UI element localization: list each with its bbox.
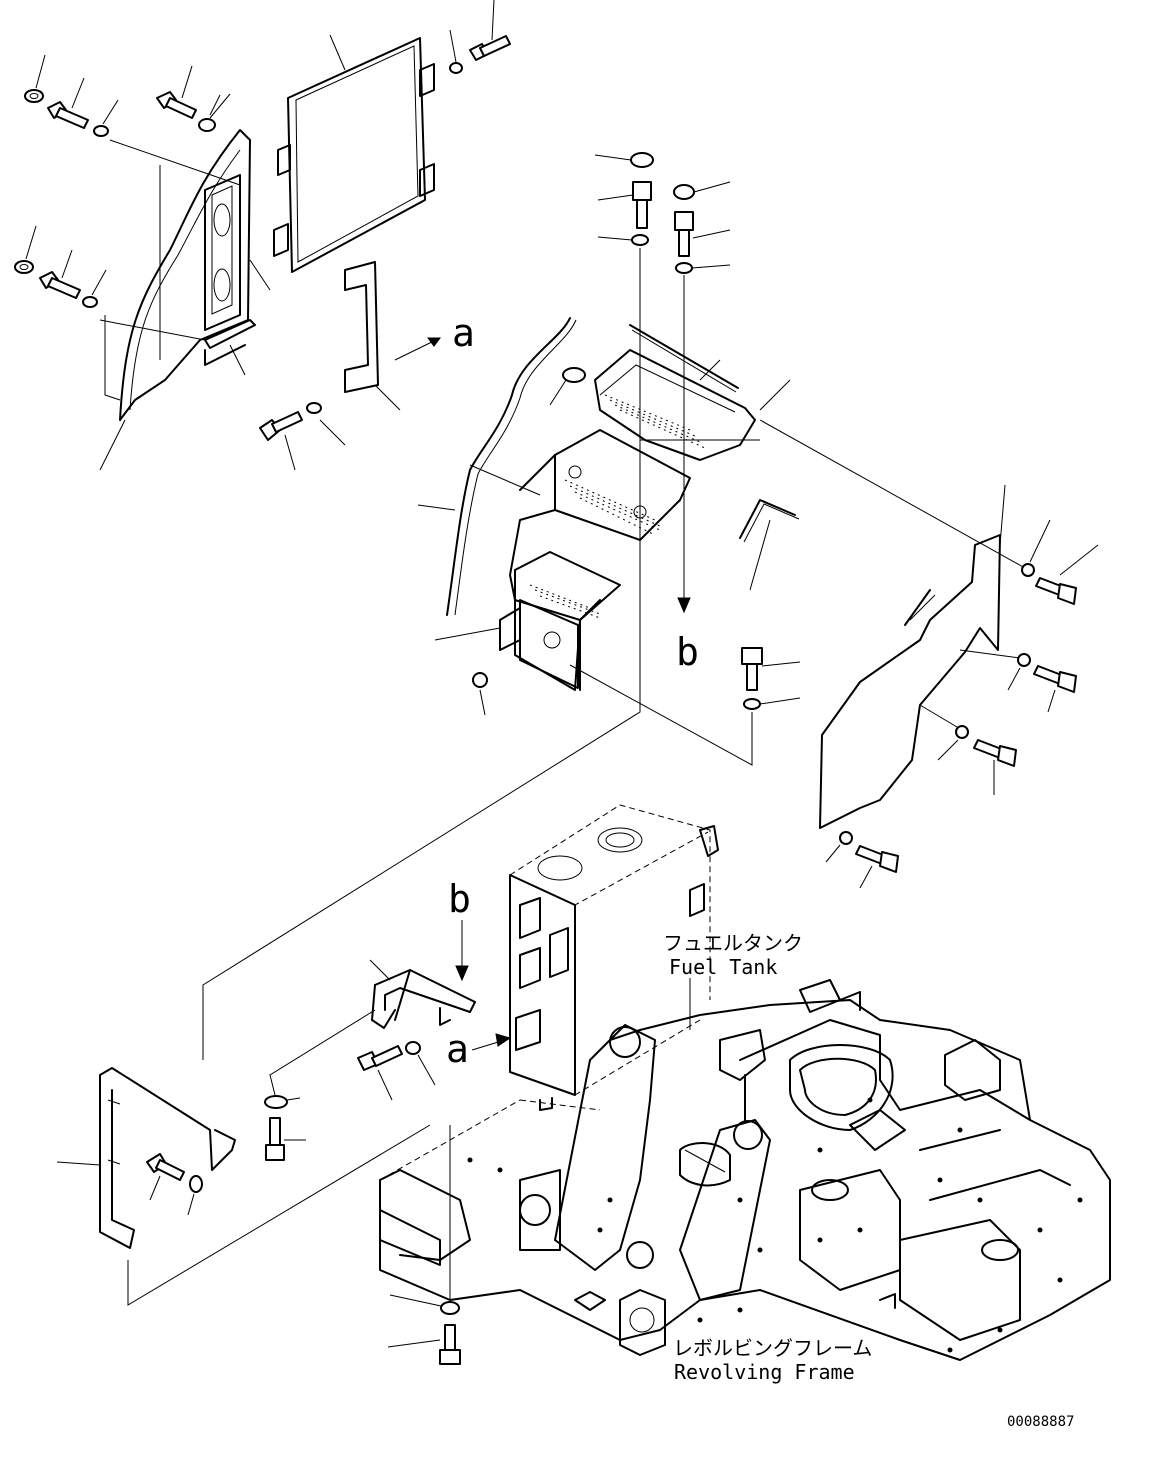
hardware-lower <box>146 1041 461 1365</box>
washer-icon <box>93 99 119 137</box>
view-marker-a-lower: a <box>446 1027 469 1071</box>
washer-icon <box>825 831 853 863</box>
washer-icon <box>198 93 231 132</box>
washer-icon <box>675 262 731 274</box>
drawing-number: 00088887 <box>1007 1414 1074 1430</box>
view-marker-a-upper: a <box>452 311 475 355</box>
fuel-tank <box>509 804 719 1111</box>
fuel-tank-label-jp: フュエルタンク <box>663 931 803 955</box>
bolt-icon <box>47 77 89 129</box>
washer-icon <box>82 269 107 308</box>
side-cover-assembly <box>99 34 435 471</box>
bolt-icon <box>469 0 511 61</box>
bolt-icon <box>259 411 303 441</box>
hardware-right <box>825 519 1099 889</box>
fuel-tank-label-en: Fuel Tank <box>669 955 777 979</box>
bolt-icon <box>39 249 81 299</box>
view-marker-b-center: b <box>676 630 699 674</box>
washer-icon <box>449 29 463 74</box>
washer-icon <box>264 1095 301 1109</box>
bolt-icon <box>741 647 801 691</box>
bolt-icon <box>265 1117 306 1161</box>
bolt-icon <box>357 1045 403 1101</box>
bolt-icon <box>146 1153 185 1201</box>
upper-bracket <box>269 920 476 1096</box>
nut-icon <box>14 225 37 274</box>
hardware-center <box>594 152 801 710</box>
perforation-pattern <box>529 394 706 619</box>
assembly-leader-lines <box>202 664 753 1060</box>
cap-icon <box>673 181 731 200</box>
view-marker-b-lower: b <box>448 877 471 921</box>
step-platform-assembly <box>417 317 800 716</box>
bolt-icon <box>387 1324 461 1365</box>
washer-icon <box>1021 519 1051 577</box>
lower-bracket <box>56 1067 431 1306</box>
washer-icon <box>1007 653 1031 691</box>
revolving-frame-label-en: Revolving Frame <box>674 1360 855 1384</box>
bolt-icon <box>1035 544 1099 605</box>
revolving-frame <box>379 979 1111 1361</box>
bolt-icon <box>1033 665 1077 713</box>
bolt-icon <box>156 65 197 119</box>
side-plate <box>759 419 1026 829</box>
revolving-frame-label-jp: レボルビングフレーム <box>673 1336 872 1360</box>
washer-icon <box>389 1294 460 1315</box>
washer-icon <box>187 1175 203 1216</box>
washer-icon <box>743 697 801 710</box>
washer-icon <box>597 234 649 246</box>
bolt-icon <box>855 845 899 889</box>
washer-icon <box>937 725 969 761</box>
washer-icon <box>405 1041 436 1086</box>
bolt-icon <box>597 181 652 229</box>
nut-icon <box>24 54 46 103</box>
bolt-icon <box>973 739 1017 795</box>
washer-icon <box>306 402 322 414</box>
bolt-icon <box>674 211 731 257</box>
hardware-top-left <box>14 0 511 441</box>
bolt-holes <box>467 1097 1083 1353</box>
cap-icon <box>594 152 654 168</box>
